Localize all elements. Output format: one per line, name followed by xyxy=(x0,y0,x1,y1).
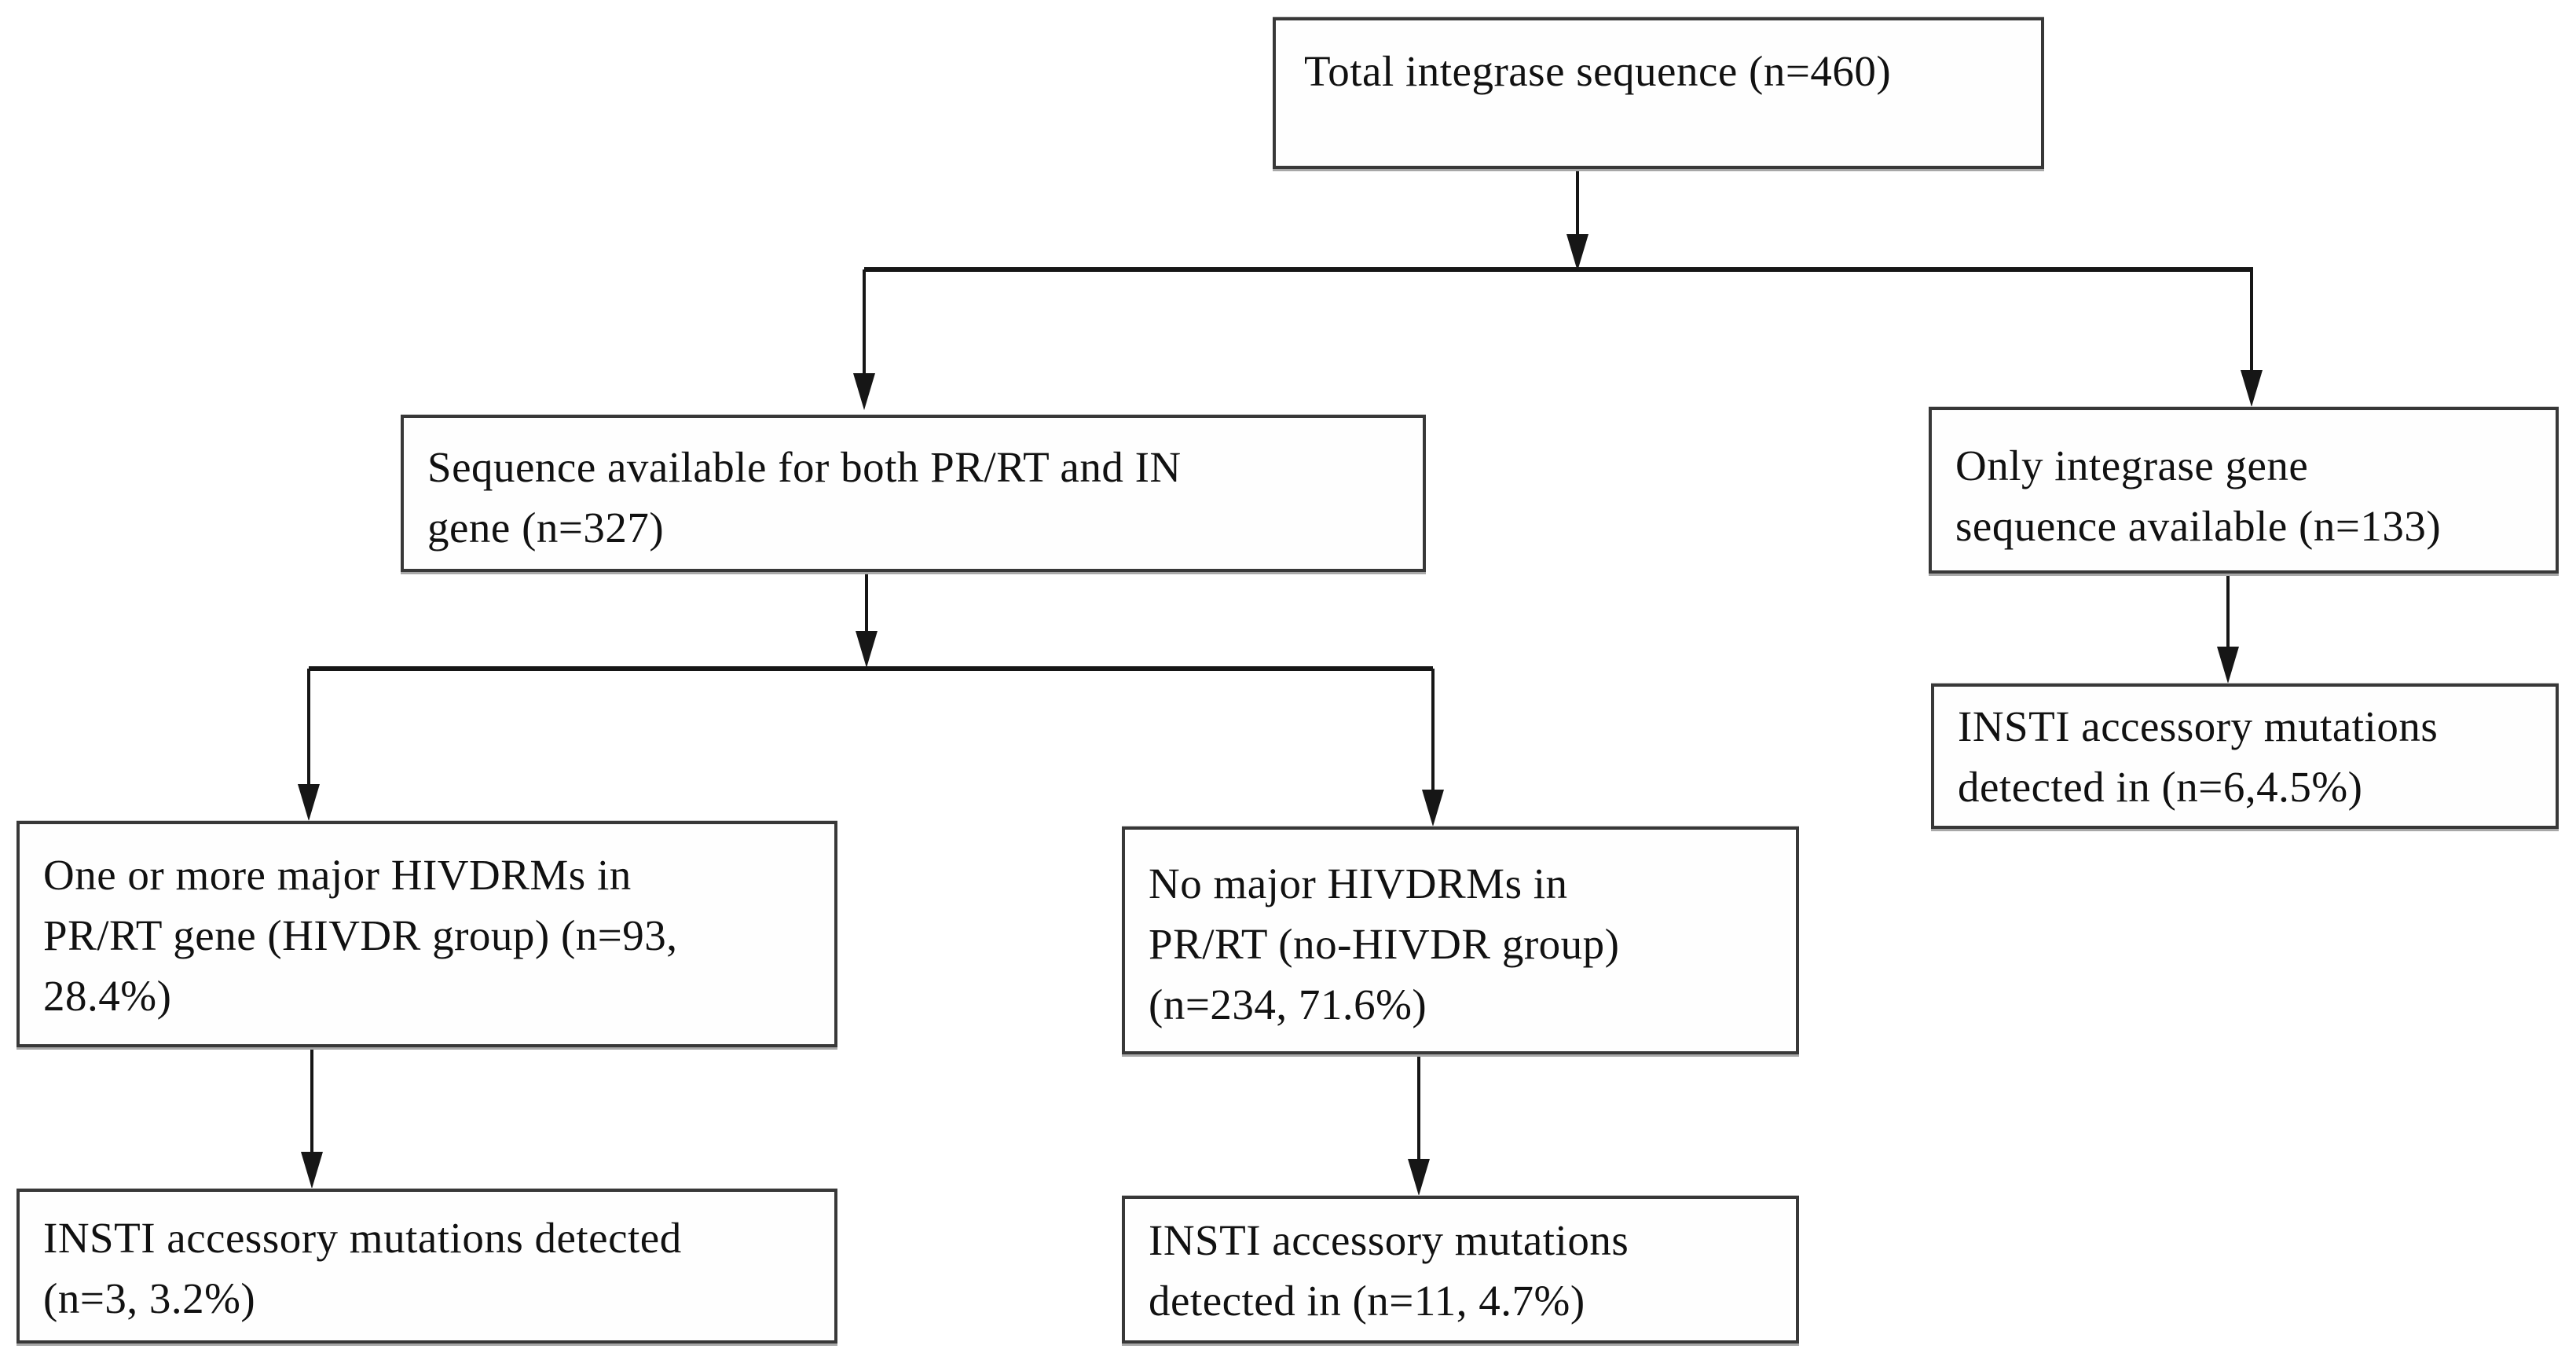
edge-branch-to-hivdr xyxy=(298,669,320,821)
node-no-hivdr-group: No major HIVDRMs in PR/RT (no-HIVDR grou… xyxy=(1122,827,1799,1054)
node-only-integrase: Only integrase gene sequence available (… xyxy=(1929,407,2559,574)
node-text-line: INSTI accessory mutations detected xyxy=(43,1214,682,1262)
node-text-line: No major HIVDRMs in xyxy=(1149,860,1568,907)
edge-branch-to-no-hivdr xyxy=(1422,669,1444,827)
edge-total-to-branch xyxy=(1566,169,1588,271)
node-text-line: detected in (n=6,4.5%) xyxy=(1958,763,2363,811)
node-text-line: (n=3, 3.2%) xyxy=(43,1274,256,1322)
node-insti-no-hivdr: INSTI accessory mutations detected in (n… xyxy=(1122,1196,1799,1344)
node-hivdr-group: One or more major HIVDRMs in PR/RT gene … xyxy=(16,821,837,1047)
edge-no-hivdr-to-insti xyxy=(1408,1054,1430,1196)
node-insti-only-integrase: INSTI accessory mutations detected in (n… xyxy=(1931,684,2559,829)
node-text-line: INSTI accessory mutations xyxy=(1149,1216,1629,1264)
node-insti-hivdr: INSTI accessory mutations detected (n=3,… xyxy=(16,1189,837,1344)
node-text-line: INSTI accessory mutations xyxy=(1958,702,2439,750)
edge-both-genes-to-branch xyxy=(856,572,878,668)
edge-branch-to-only-integrase xyxy=(2241,269,2263,407)
node-total-integrase: Total integrase sequence (n=460) xyxy=(1273,17,2044,169)
node-text-line: sequence available (n=133) xyxy=(1955,502,2442,550)
node-text-line: Sequence available for both PR/RT and IN xyxy=(427,443,1182,491)
node-text-line: gene (n=327) xyxy=(427,504,665,552)
node-text-line: (n=234, 71.6%) xyxy=(1149,981,1427,1028)
edge-hivdr-to-insti xyxy=(301,1047,323,1189)
edge-branch-to-both-genes xyxy=(853,269,875,410)
node-text-line: 28.4%) xyxy=(43,972,172,1020)
node-text-line: detected in (n=11, 4.7%) xyxy=(1149,1277,1585,1325)
node-seq-both-prrt-in: Sequence available for both PR/RT and IN… xyxy=(401,415,1426,572)
node-text-line: PR/RT gene (HIVDR group) (n=93, xyxy=(43,911,678,959)
node-text-line: Only integrase gene xyxy=(1955,442,2309,489)
edge-only-integrase-to-insti xyxy=(2217,574,2239,684)
node-text-line: One or more major HIVDRMs in xyxy=(43,851,632,899)
node-text-line: PR/RT (no-HIVDR group) xyxy=(1149,920,1620,968)
node-text-line: Total integrase sequence (n=460) xyxy=(1304,47,1892,95)
